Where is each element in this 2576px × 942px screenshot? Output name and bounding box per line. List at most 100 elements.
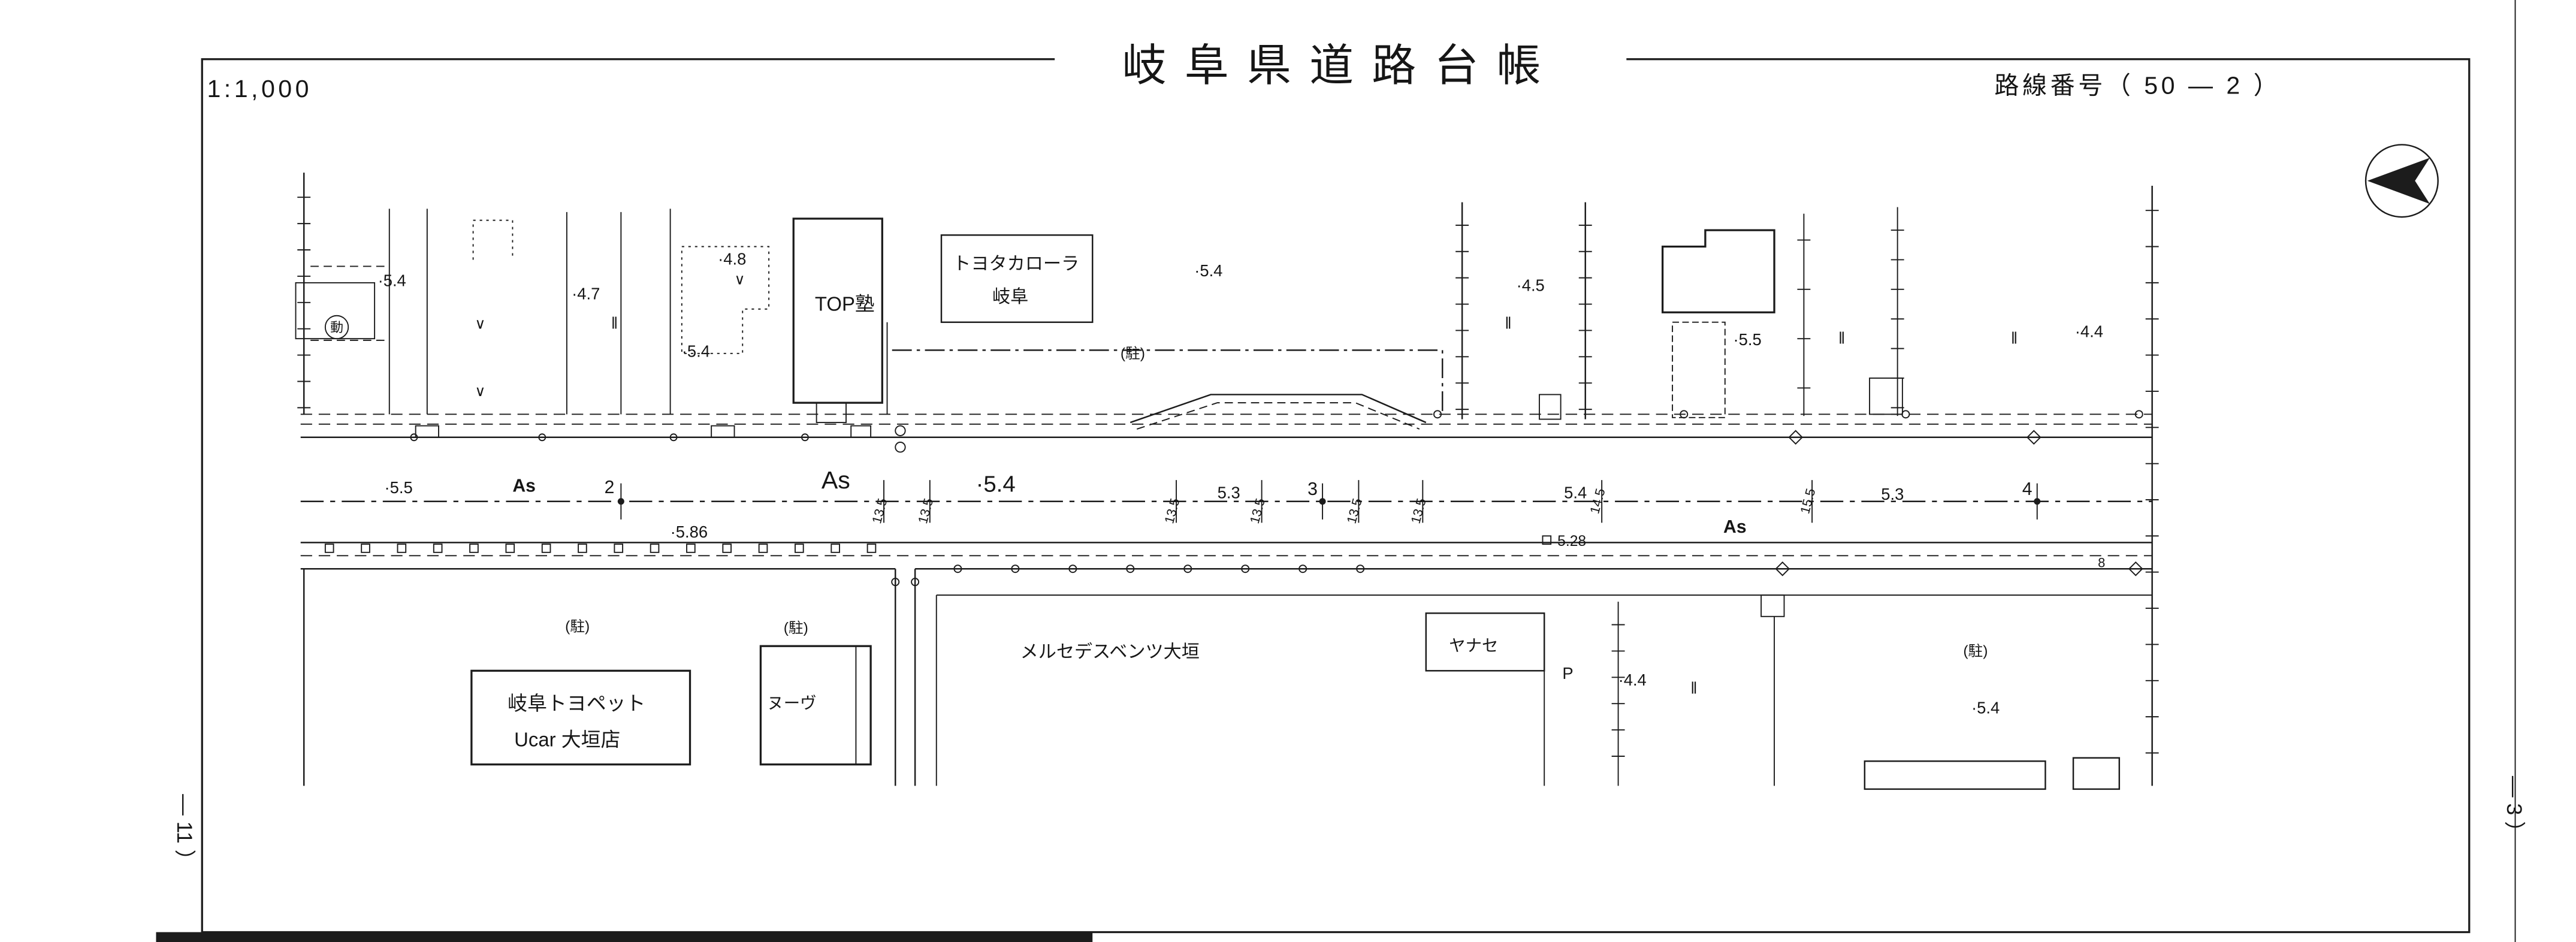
business-label-toyopet: 岐阜トヨペット xyxy=(508,692,645,714)
building-outline xyxy=(1864,760,2046,790)
buildings xyxy=(470,218,2121,790)
road xyxy=(300,394,2152,576)
scan-bottom-bar xyxy=(156,932,1093,942)
spot-height-label: ·4.4 xyxy=(1618,671,1647,689)
parking-mark: (駐) xyxy=(1963,643,1988,660)
circled-kanji-symbol xyxy=(324,315,349,340)
road-width-label: 5.3 xyxy=(1881,485,1904,503)
boundary-ticks xyxy=(297,197,311,409)
business-label-toyota-corolla: トヨタカローラ xyxy=(953,254,1079,274)
spot-height-label: ·4.4 xyxy=(2075,322,2103,340)
vegetation-mark: ∨ xyxy=(475,316,485,333)
vegetation-mark: ∨ xyxy=(475,384,485,400)
utility-symbol xyxy=(911,578,920,587)
spot-height-label: ·5.5 xyxy=(1734,330,1762,349)
parallel-mark: ‖ xyxy=(1838,328,1845,347)
parallel-mark: ‖ xyxy=(611,314,618,333)
circled-kanji-text: 動 xyxy=(330,320,343,335)
building-outline xyxy=(1661,229,1775,313)
surface-type-label: As xyxy=(1723,517,1747,537)
station-number: 2 xyxy=(605,478,615,497)
building-outline xyxy=(2072,757,2121,790)
toyota-corolla-label-box xyxy=(940,234,1094,323)
road-widening-outline xyxy=(1130,394,1427,424)
station-number: 4 xyxy=(2022,479,2033,499)
utility-symbol xyxy=(410,433,418,442)
parallel-mark: ‖ xyxy=(1690,679,1697,698)
small-structure-outline xyxy=(1539,394,1562,420)
small-structure-outline xyxy=(1760,594,1785,617)
utility-symbol xyxy=(1298,564,1307,573)
utility-symbol xyxy=(1680,410,1689,419)
road-width-label: 5.3 xyxy=(1218,483,1240,502)
lower-parcels xyxy=(303,569,2152,786)
road-width-label: ·5.4 xyxy=(976,471,1016,497)
utility-symbol xyxy=(1241,564,1250,573)
utility-symbol xyxy=(801,433,809,442)
tick-dimension-label: 14.5 xyxy=(1587,487,1608,515)
boundary-ticks xyxy=(1797,239,1811,389)
offset-dimension-label: 5.28 xyxy=(1557,533,1586,550)
utility-symbol xyxy=(1901,410,1910,419)
survey-point-symbol xyxy=(895,442,906,453)
tick-dimension-label: 15.5 xyxy=(1797,487,1818,515)
offset-dimension-label: ·5.86 xyxy=(671,523,708,541)
benchmark-symbol xyxy=(1542,535,1552,545)
driveway-marks xyxy=(415,425,872,438)
north-arrow-needle xyxy=(2367,158,2430,204)
business-label-nuve: ヌーヴ xyxy=(767,693,816,712)
utility-symbol xyxy=(1183,564,1192,573)
north-arrow-icon xyxy=(2364,144,2439,218)
dotted-parcel-line xyxy=(472,219,514,260)
marker-diamonds xyxy=(1788,430,2042,445)
north-arrow-circle xyxy=(2364,144,2439,218)
small-structure-outline xyxy=(1869,378,1903,415)
parking-mark: (駐) xyxy=(784,620,808,636)
upper-parcels: 動 xyxy=(295,173,2159,786)
route-number-label: 路線番号（ 50 ― 2 ） xyxy=(1994,71,2281,99)
utility-symbol xyxy=(2134,410,2143,419)
business-label-toyopet-2: Ucar 大垣店 xyxy=(514,729,620,751)
parking-mark: (駐) xyxy=(1121,345,1145,362)
surface-type-label: As xyxy=(822,466,850,494)
utility-symbol xyxy=(538,433,546,442)
parking-letter: P xyxy=(1562,664,1573,683)
utility-symbol xyxy=(1126,564,1135,573)
parallel-mark: ‖ xyxy=(2011,328,2018,347)
toyopet-label-box xyxy=(470,669,691,766)
utility-symbol xyxy=(1433,410,1442,419)
title-backing xyxy=(1055,32,1627,94)
vegetation-mark: ∨ xyxy=(735,272,745,288)
boundary-ticks xyxy=(2145,210,2159,754)
business-label-mercedes: メルセデスベンツ大垣 xyxy=(1020,641,1200,662)
utility-symbol xyxy=(1011,564,1020,573)
surface-type-label: As xyxy=(512,476,536,496)
dotted-parcel-outline xyxy=(681,246,770,354)
spot-height-label: ·5.4 xyxy=(1971,699,2000,717)
guardrail-post-marks xyxy=(324,544,877,553)
marker-diamonds xyxy=(1775,561,2143,576)
frame-border xyxy=(201,58,2471,934)
station-point xyxy=(617,498,624,505)
spot-height-label: ·4.5 xyxy=(1517,276,1545,295)
utility-symbol xyxy=(891,578,900,587)
fence-ticks xyxy=(1578,224,1592,410)
parallel-mark: ‖ xyxy=(1505,314,1511,333)
margin-note-right: ― 3 ） xyxy=(2502,776,2526,843)
yanase-label-box xyxy=(1425,612,1545,672)
utility-symbol xyxy=(953,564,962,573)
utility-symbol xyxy=(1356,564,1365,573)
station-number: 3 xyxy=(1307,479,1318,499)
business-label-yanase: ヤナセ xyxy=(1449,636,1498,654)
spot-height-label: ·5.4 xyxy=(682,342,710,360)
map-labels: ·5.4 ·4.7 ·4.8 ·5.4 ·5.4 ·4.5 ·5.5 ·4.4 … xyxy=(378,250,2106,751)
fence-ticks xyxy=(1455,224,1469,410)
header: 1:1,000 岐阜県道路台帳 路線番号（ 50 ― 2 ） xyxy=(207,32,2281,102)
road-width-label: 5.4 xyxy=(1564,483,1587,502)
station-point xyxy=(1319,498,1326,505)
station-point xyxy=(2034,498,2041,505)
spot-height-label: ·5.4 xyxy=(1194,261,1222,280)
small-mark: 8 xyxy=(2098,555,2105,570)
survey-point-symbol xyxy=(895,425,906,436)
